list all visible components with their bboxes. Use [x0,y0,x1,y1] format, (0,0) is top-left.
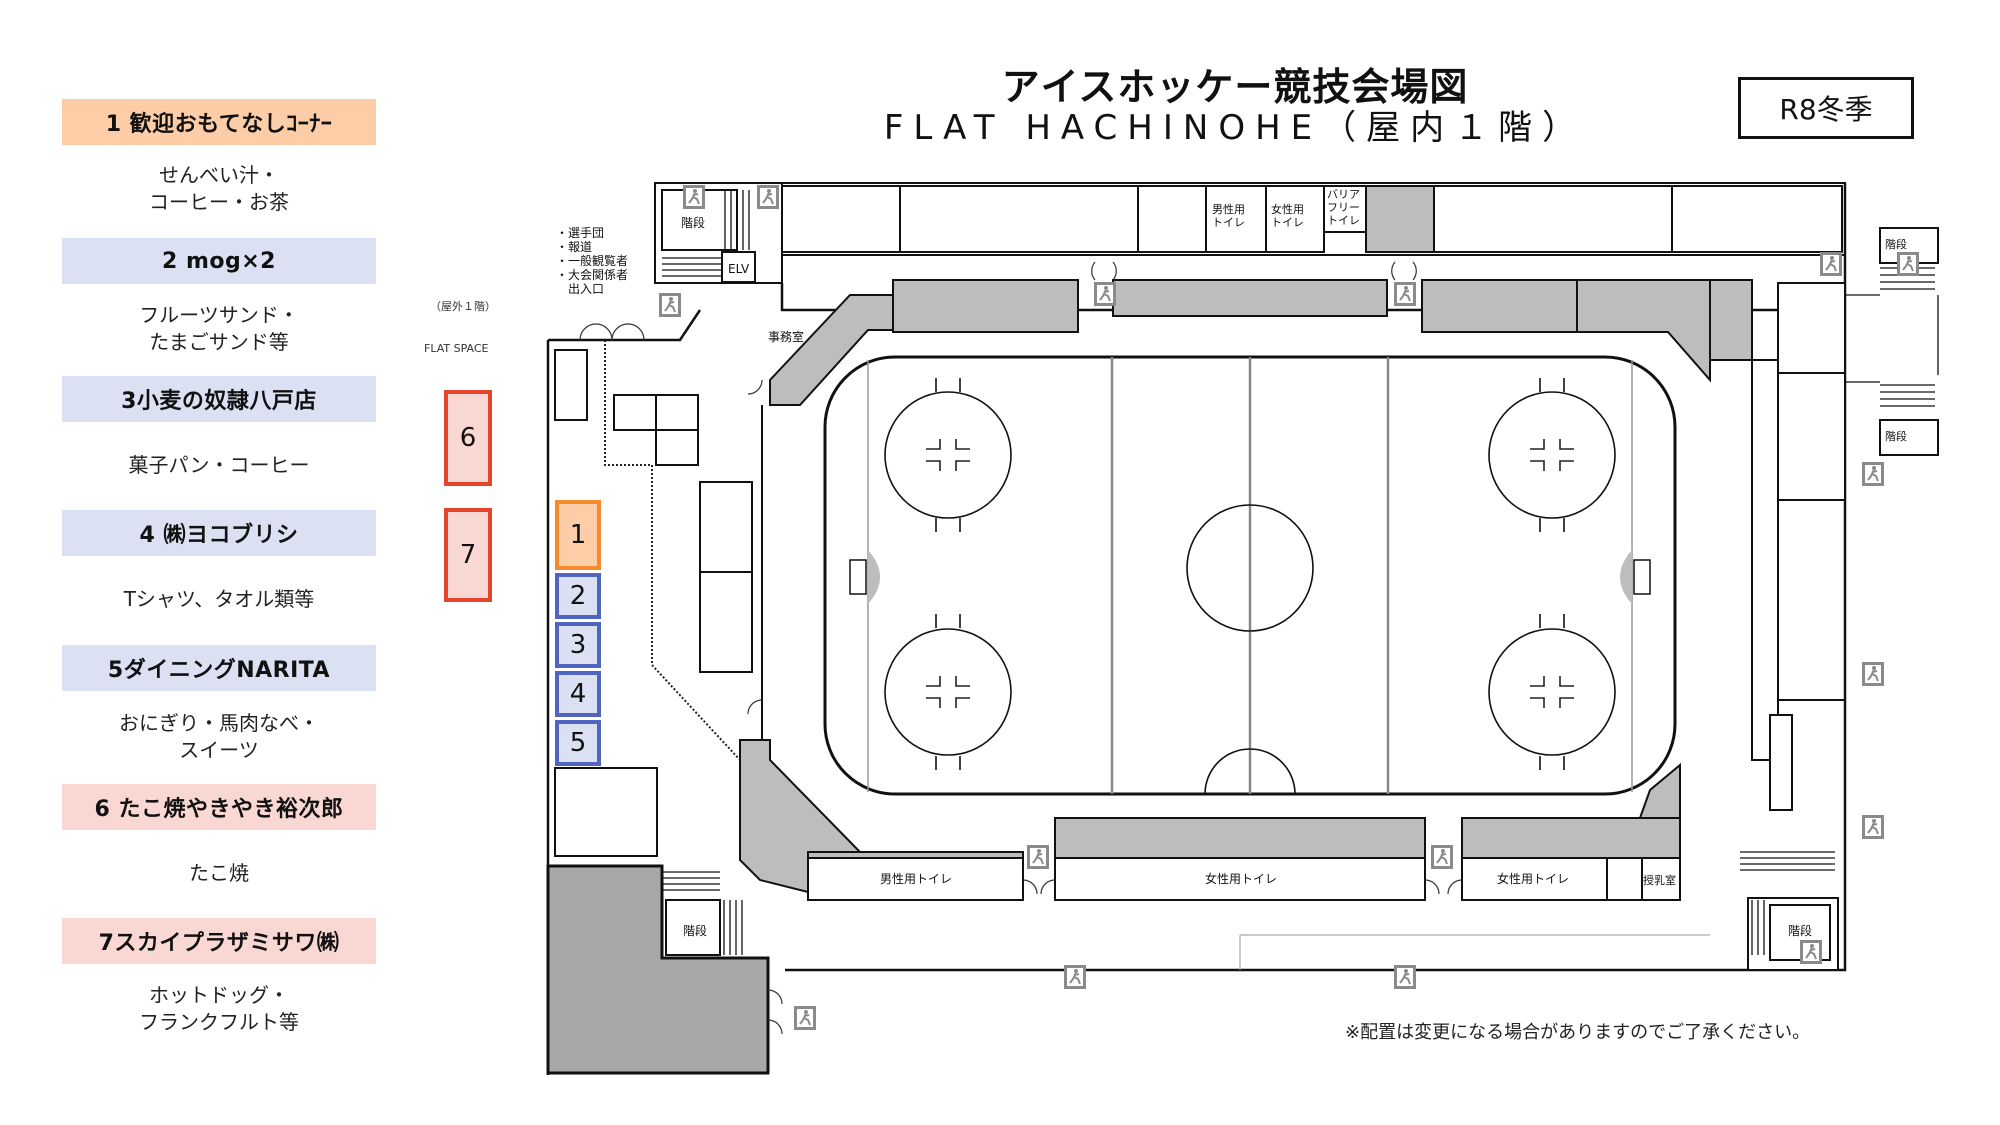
mens-toilet-label: 男性用トイレ [880,872,953,886]
layout-change-note: ※配置は変更になる場合がありますのでご了承ください。 [1345,1022,1811,1043]
season-badge: R8冬季 [1738,77,1914,139]
booth-3[interactable]: 3 [555,622,601,668]
booth-1[interactable]: 1 [555,500,601,570]
booth-4[interactable]: 4 [555,671,601,717]
ice-rink [823,355,1677,796]
booth-2[interactable]: 2 [555,573,601,619]
womens-toilet-center-label: 女性用トイレ [1205,872,1278,886]
legend-items-4: Tシャツ、タオル類等 [123,587,315,611]
legend-header-2: 2 mog×2 [62,238,376,284]
legend-items-7: ホットドッグ・ フランクフルト等 [139,983,299,1034]
office-label: 事務室 [768,330,805,344]
legend-header-4: 4 ㈱ヨコブリシ [62,510,376,556]
booth-3-number: 3 [569,630,587,660]
womens-toilet-top-label: 女性用 トイレ [1271,203,1304,229]
booth-5[interactable]: 5 [555,720,601,766]
mens-toilet-top-label: 男性用 トイレ [1212,203,1245,229]
entrance-label: ・選手団 ・報道 ・一般観覧者 ・大会関係者 出入口 [556,226,629,296]
page-title: アイスホッケー競技会場図 [1001,65,1469,109]
stairs-label-bottom-right: 階段 [1788,924,1813,938]
stairs-label-right-mid: 階段 [1885,430,1907,443]
legend-items-2: フルーツサンド・ たまごサンド等 [139,303,299,354]
elevator-label: ELV [728,262,750,276]
booth-1-number: 1 [569,520,587,550]
booth-4-number: 4 [569,679,587,709]
barrier-free-toilet-label: バリア フリー トイレ [1327,188,1360,227]
womens-toilet-right-label: 女性用トイレ [1497,872,1570,886]
legend-header-7: 7スカイプラザミサワ㈱ [62,918,376,964]
stairs-label-bottom-left: 階段 [683,924,708,938]
legend-items-5: おにぎり・馬肉なべ・ スイーツ [119,711,319,762]
stairs-label-top-left: 階段 [681,216,706,230]
season-label: R8冬季 [1779,93,1873,126]
nursing-room-label: 授乳室 [1643,874,1676,887]
legend-header-3: 3小麦の奴隷八戸店 [62,376,376,422]
booth-2-number: 2 [569,581,587,611]
stairs-label-right-top: 階段 [1885,238,1907,251]
booth-7[interactable]: 7 [444,508,492,602]
booth-6[interactable]: 6 [444,390,492,486]
legend-header-5: 5ダイニングNARITA [62,645,376,691]
legend-header-1: 1 歓迎おもてなしｺｰﾅｰ [62,99,376,145]
legend-header-6: 6 たこ焼やきやき裕次郎 [62,784,376,830]
legend-items-6: たこ焼 [189,861,249,885]
flat-space-label: FLAT SPACE [424,342,489,355]
booth-6-number: 6 [459,423,477,453]
outdoor-floor-label: （屋外１階） [430,300,496,313]
booth-5-number: 5 [569,728,587,758]
legend-items-3: 菓子パン・コーヒー [128,453,310,477]
booth-7-number: 7 [459,540,477,570]
venue-subtitle: FLAT HACHINOHE（屋内１階） [883,108,1587,148]
legend-items-1: せんべい汁・ コーヒー・お茶 [149,163,289,214]
